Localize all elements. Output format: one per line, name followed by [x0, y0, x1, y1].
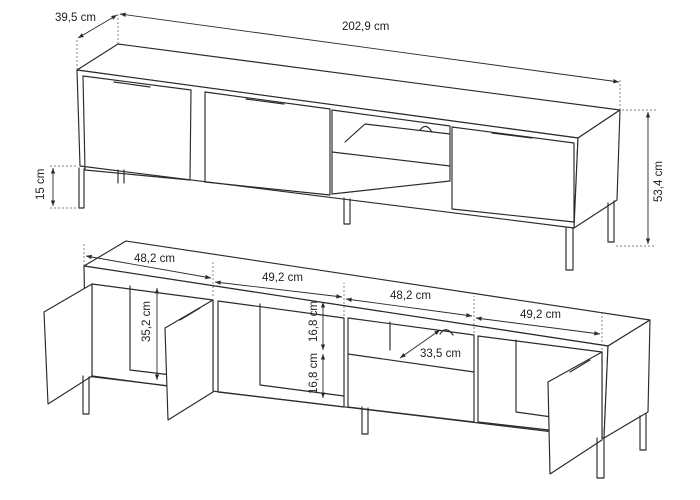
door-right-handle	[491, 132, 533, 139]
open-cabinet-right-side	[603, 319, 651, 439]
shelf-depth-label: 33,5 cm	[420, 348, 461, 360]
open-leg-middle	[361, 406, 369, 435]
door-second-handle	[245, 98, 285, 105]
open-compartment	[331, 109, 451, 195]
cable-hole	[419, 125, 433, 133]
open-leg-front-left	[82, 375, 90, 415]
door-left	[82, 75, 192, 181]
compartment-2-dimension-line	[214, 280, 343, 299]
open-cable-hole	[439, 329, 454, 336]
compartment-4-dimension-line	[475, 316, 601, 336]
compartment-1-dimension-line	[85, 254, 212, 280]
compartment-1-label: 48,2 cm	[134, 253, 175, 265]
open-door-right-handle	[569, 359, 591, 373]
width-dimension-line	[119, 12, 620, 84]
compartment-3-label: 48,2 cm	[390, 290, 431, 302]
leg-front-right	[565, 227, 574, 271]
compartment-3-shelf	[347, 353, 475, 373]
compartment-4-label: 49,2 cm	[520, 309, 561, 321]
open-leg-front-right	[596, 437, 605, 479]
shelf-upper-label: 16,8 cm	[308, 301, 320, 342]
compartment-2-label: 49,2 cm	[262, 272, 303, 284]
depth-label: 39,5 cm	[55, 12, 96, 24]
compartment-2-back	[259, 303, 345, 397]
height-label: 53,4 cm	[653, 161, 665, 202]
compartment-shelf	[331, 151, 451, 167]
leg-back-right	[607, 200, 615, 243]
door-right	[451, 126, 575, 223]
shelf-depth-dimension-line	[399, 329, 441, 359]
door-second	[204, 91, 331, 196]
open-door-right	[547, 351, 603, 475]
open-door-second	[164, 299, 214, 421]
leg-front-left	[78, 167, 85, 209]
leg-middle	[343, 197, 351, 225]
inner-height-label: 35,2 cm	[141, 301, 153, 342]
leg-height-label: 15 cm	[35, 169, 47, 200]
open-leg-back-right	[639, 413, 647, 451]
shelf-lower-label: 16,8 cm	[308, 353, 320, 394]
open-door-second-handle	[179, 307, 201, 321]
leg-back-left	[117, 169, 125, 184]
compartment-3-dimension-line	[345, 297, 473, 318]
inner-compartment-3	[347, 317, 475, 423]
open-cabinet-view: 48,2 cm 49,2 cm 48,2 cm 49,2 cm 35,2 cm …	[43, 240, 651, 479]
width-label: 202,9 cm	[342, 21, 389, 33]
open-door-left	[43, 283, 93, 405]
compartment-back	[344, 123, 451, 143]
inner-compartment-2	[217, 300, 345, 408]
depth-dimension-line	[77, 14, 118, 39]
cabinet-right-side	[573, 109, 621, 229]
closed-cabinet-view: 39,5 cm 202,9 cm 53,4 cm 15 cm	[35, 12, 665, 271]
